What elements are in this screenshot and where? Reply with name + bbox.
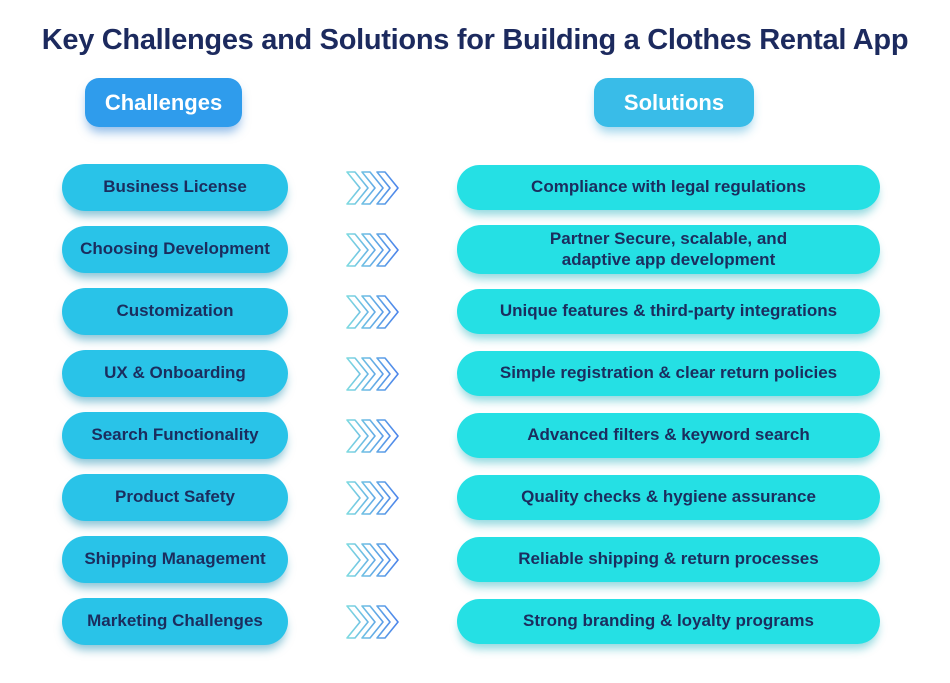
solution-pill: Quality checks & hygiene assurance: [457, 475, 880, 520]
solutions-column-header: Solutions: [594, 78, 754, 127]
triple-chevron-icon: [288, 294, 457, 329]
challenge-pill: Business License: [62, 164, 288, 211]
solution-pill: Simple registration & clear return polic…: [457, 351, 880, 396]
mapping-rows: Business License Compliance with legal r…: [62, 164, 880, 660]
mapping-row: Product Safety Quality checks & hygiene …: [62, 474, 880, 521]
triple-chevron-icon: [288, 418, 457, 453]
mapping-row: Customization Unique features & third-pa…: [62, 288, 880, 335]
challenge-pill: Marketing Challenges: [62, 598, 288, 645]
solution-pill: Strong branding & loyalty programs: [457, 599, 880, 644]
challenge-pill: Choosing Development: [62, 226, 288, 273]
mapping-row: Search Functionality Advanced filters & …: [62, 412, 880, 459]
triple-chevron-icon: [288, 604, 457, 639]
triple-chevron-icon: [288, 480, 457, 515]
mapping-row: UX & Onboarding Simple registration & cl…: [62, 350, 880, 397]
solution-pill: Advanced filters & keyword search: [457, 413, 880, 458]
challenge-pill: Customization: [62, 288, 288, 335]
challenge-pill: Shipping Management: [62, 536, 288, 583]
page-title: Key Challenges and Solutions for Buildin…: [41, 24, 909, 56]
triple-chevron-icon: [288, 232, 457, 267]
solution-pill: Reliable shipping & return processes: [457, 537, 880, 582]
mapping-row: Shipping Management Reliable shipping & …: [62, 536, 880, 583]
triple-chevron-icon: [288, 542, 457, 577]
solution-pill: Unique features & third-party integratio…: [457, 289, 880, 334]
triple-chevron-icon: [288, 170, 457, 205]
solution-pill: Partner Secure, scalable, and adaptive a…: [457, 224, 880, 275]
mapping-row: Marketing Challenges Strong branding & l…: [62, 598, 880, 645]
mapping-row: Business License Compliance with legal r…: [62, 164, 880, 211]
challenge-pill: UX & Onboarding: [62, 350, 288, 397]
mapping-row: Choosing Development Partner Secure, sca…: [62, 224, 880, 275]
solution-pill: Compliance with legal regulations: [457, 165, 880, 210]
challenge-pill: Search Functionality: [62, 412, 288, 459]
challenge-pill: Product Safety: [62, 474, 288, 521]
triple-chevron-icon: [288, 356, 457, 391]
challenges-column-header: Challenges: [85, 78, 242, 127]
